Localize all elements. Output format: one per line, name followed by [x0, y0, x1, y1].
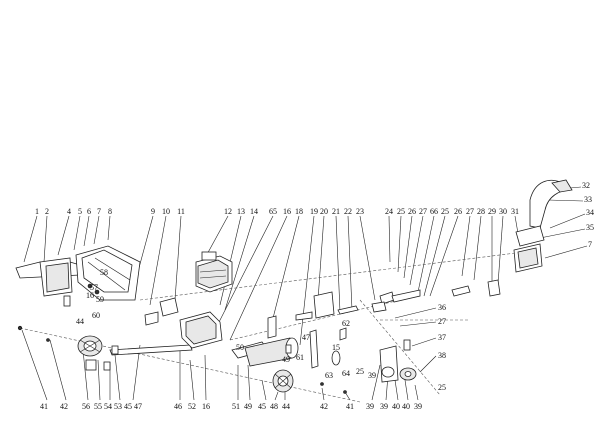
callout-top-31: 30	[499, 207, 507, 216]
callout-top-12: 14	[250, 207, 258, 216]
callout-bottom-21: 40	[402, 402, 410, 411]
callout-bottom-19: 39	[380, 402, 388, 411]
callout-bottom-14: 48	[270, 402, 278, 411]
callout-bottom-12: 49	[244, 402, 252, 411]
callout-top-28: 27	[466, 207, 474, 216]
callout-right-7: 37	[438, 333, 446, 342]
callout-middle-13: 64	[342, 369, 350, 378]
discharge-chute	[487, 179, 573, 297]
callout-top-1: 2	[45, 207, 49, 216]
callout-bottom-0: 41	[40, 402, 48, 411]
callout-top-5: 7	[97, 207, 101, 216]
axle-parts	[17, 325, 347, 394]
callout-middle-15: 39	[368, 371, 376, 380]
callout-middle-0: 58	[100, 268, 108, 277]
callout-top-6: 8	[108, 207, 112, 216]
callout-bottom-22: 39	[414, 402, 422, 411]
callout-bottom-8: 46	[174, 402, 182, 411]
callout-top-16: 19	[310, 207, 318, 216]
assembly-axes	[19, 249, 541, 403]
callout-middle-10: 49	[282, 355, 290, 364]
callout-bottom-17: 41	[346, 402, 354, 411]
callout-top-19: 22	[344, 207, 352, 216]
callout-bottom-20: 40	[392, 402, 400, 411]
callout-middle-12: 63	[325, 371, 333, 380]
callout-top-20: 23	[356, 207, 364, 216]
leader-lines	[21, 186, 588, 401]
callout-top-2: 4	[67, 207, 71, 216]
callout-middle-6: 62	[342, 319, 350, 328]
callout-top-29: 28	[477, 207, 485, 216]
callout-bottom-16: 42	[320, 402, 328, 411]
callout-right-9: 25	[438, 383, 446, 392]
callout-bottom-2: 56	[82, 402, 90, 411]
callout-top-25: 66	[430, 207, 438, 216]
callout-middle-11: 61	[296, 353, 304, 362]
callout-top-30: 29	[488, 207, 496, 216]
callout-middle-3: 59	[96, 295, 104, 304]
callout-bottom-10: 16	[202, 402, 210, 411]
callout-top-7: 9	[151, 207, 155, 216]
callout-bottom-7: 47	[134, 402, 142, 411]
callout-top-11: 13	[237, 207, 245, 216]
callout-top-9: 11	[177, 207, 185, 216]
callout-top-4: 6	[87, 207, 91, 216]
callout-top-23: 26	[408, 207, 416, 216]
engine	[195, 251, 233, 293]
callout-top-0: 1	[35, 207, 39, 216]
callout-right-8: 38	[438, 351, 446, 360]
callout-top-26: 25	[441, 207, 449, 216]
callout-right-4: 7	[588, 240, 592, 249]
callout-right-6: 27	[438, 317, 446, 326]
callout-bottom-1: 42	[60, 402, 68, 411]
callout-middle-8: 15	[332, 343, 340, 352]
callout-right-3: 35	[586, 223, 594, 232]
callout-top-13: 65	[269, 207, 277, 216]
brackets	[371, 285, 471, 383]
callout-right-1: 33	[584, 195, 592, 204]
chipper-housing	[144, 297, 223, 349]
callout-bottom-4: 54	[104, 402, 112, 411]
rotor-belt	[231, 291, 359, 369]
callout-bottom-5: 53	[114, 402, 122, 411]
callout-top-21: 24	[385, 207, 393, 216]
callout-top-15: 18	[295, 207, 303, 216]
callout-bottom-9: 52	[188, 402, 196, 411]
callout-top-24: 27	[419, 207, 427, 216]
callout-top-3: 5	[78, 207, 82, 216]
callout-top-10: 12	[224, 207, 232, 216]
callout-top-32: 31	[511, 207, 519, 216]
callout-middle-5: 44	[76, 317, 84, 326]
callout-middle-7: 47	[302, 333, 310, 342]
callout-bottom-15: 44	[282, 402, 290, 411]
callout-right-5: 36	[438, 303, 446, 312]
callout-top-22: 25	[397, 207, 405, 216]
wheel-left	[77, 335, 103, 357]
callout-top-14: 16	[283, 207, 291, 216]
callout-top-8: 10	[162, 207, 170, 216]
wheel-right	[272, 369, 294, 393]
feed-hopper	[15, 245, 141, 307]
callout-middle-9: 50	[236, 343, 244, 352]
callout-middle-4: 60	[92, 311, 100, 320]
callout-bottom-11: 51	[232, 402, 240, 411]
callout-middle-2: 16	[86, 291, 94, 300]
callout-bottom-3: 55	[94, 402, 102, 411]
callout-middle-1: 57	[90, 283, 98, 292]
callout-top-27: 26	[454, 207, 462, 216]
callout-top-18: 21	[332, 207, 340, 216]
callout-bottom-18: 39	[366, 402, 374, 411]
callout-right-0: 32	[582, 181, 590, 190]
callout-bottom-6: 45	[124, 402, 132, 411]
callout-bottom-13: 45	[258, 402, 266, 411]
callout-middle-14: 25	[356, 367, 364, 376]
callout-top-17: 20	[320, 207, 328, 216]
callout-right-2: 34	[586, 208, 594, 217]
